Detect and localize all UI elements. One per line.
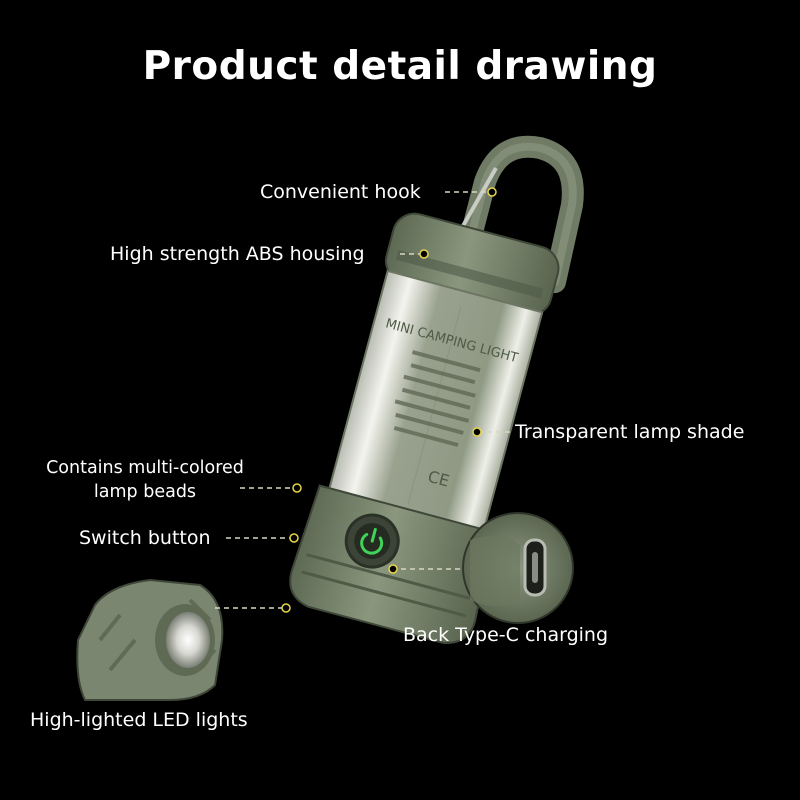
label-transparent-shade: Transparent lamp shade xyxy=(515,421,745,443)
label-convenient-hook: Convenient hook xyxy=(260,181,421,203)
typec-port-inset xyxy=(462,512,574,624)
label-led-lights: High-lighted LED lights xyxy=(30,709,248,731)
leader-dots xyxy=(281,187,497,613)
lamp-body: MINI CAMPING LIGHT CE xyxy=(289,212,560,644)
label-lamp-beads-line2: lamp beads xyxy=(93,482,197,502)
led-head-closeup xyxy=(76,578,224,701)
power-icon xyxy=(360,527,384,555)
label-lamp-beads: Contains multi-colored lamp beads xyxy=(30,456,260,504)
leader-lines xyxy=(215,191,512,609)
label-lamp-beads-line1: Contains multi-colored xyxy=(46,458,244,478)
label-typec-charging: Back Type-C charging xyxy=(403,624,609,646)
led-lens-icon xyxy=(166,612,210,668)
label-switch-button: Switch button xyxy=(79,527,211,549)
label-abs-housing: High strength ABS housing xyxy=(110,243,365,265)
page-title: Product detail drawing xyxy=(142,44,658,89)
ce-mark: CE xyxy=(426,467,451,491)
